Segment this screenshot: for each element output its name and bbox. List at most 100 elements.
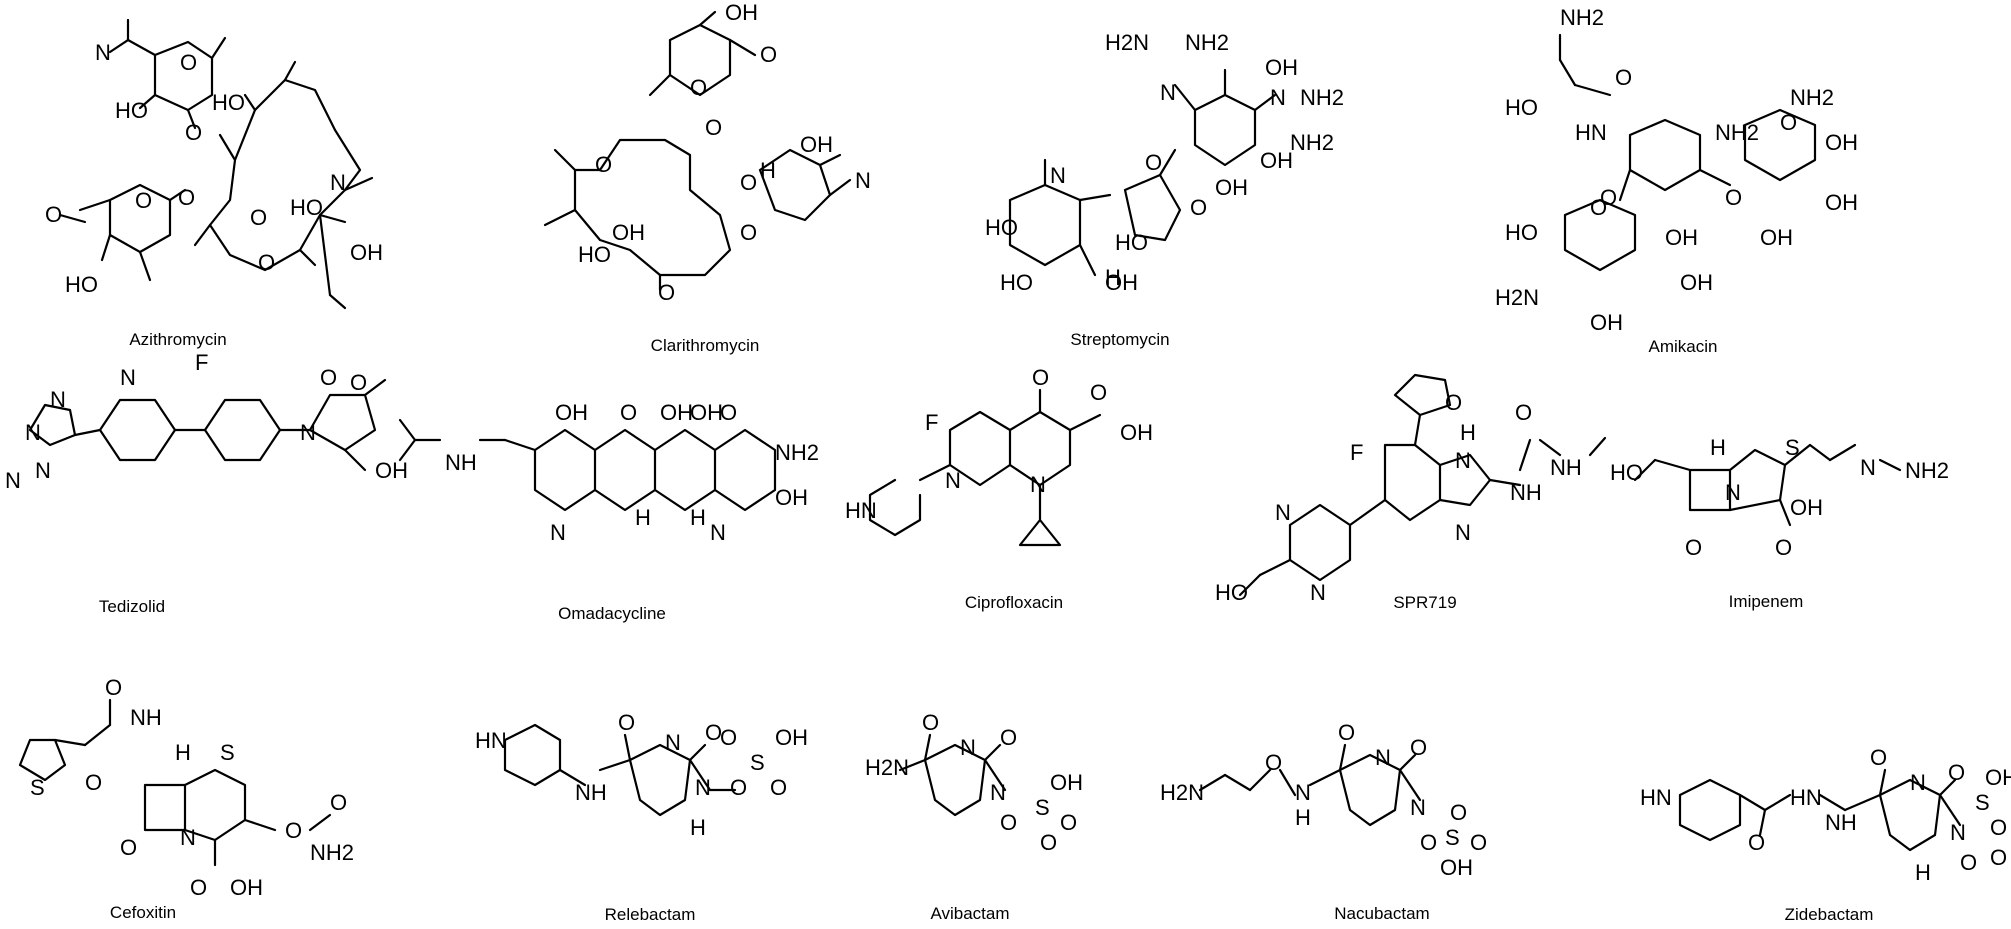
svg-text:O: O <box>1725 185 1742 210</box>
caption-streptomycin: Streptomycin <box>1070 330 1170 349</box>
svg-text:O: O <box>620 400 637 425</box>
svg-text:HO: HO <box>1115 230 1148 255</box>
svg-text:O: O <box>595 152 612 177</box>
zidebactam-structure: HN O HN NH O N O N O S OH O O H <box>1640 745 2011 885</box>
svg-text:H: H <box>635 505 651 530</box>
svg-text:N: N <box>120 365 136 390</box>
svg-text:OH: OH <box>1680 270 1713 295</box>
svg-text:N: N <box>945 468 961 493</box>
svg-text:O: O <box>120 835 137 860</box>
svg-text:S: S <box>1975 790 1990 815</box>
svg-text:S: S <box>1785 435 1800 460</box>
svg-text:H: H <box>1295 805 1311 830</box>
svg-text:N: N <box>1270 85 1286 110</box>
svg-text:O: O <box>1060 810 1077 835</box>
azithromycin-structure: N O HO O HO N O O O O HO OH O HO <box>45 18 383 310</box>
svg-text:O: O <box>1990 845 2007 870</box>
svg-text:O: O <box>178 185 195 210</box>
svg-text:O: O <box>350 370 367 395</box>
svg-text:O: O <box>1960 850 1977 875</box>
svg-text:HN: HN <box>1575 120 1607 145</box>
svg-text:O: O <box>45 202 62 227</box>
svg-text:HO: HO <box>1610 460 1643 485</box>
svg-text:HO: HO <box>985 215 1018 240</box>
svg-text:O: O <box>1450 800 1467 825</box>
svg-text:OH: OH <box>1120 420 1153 445</box>
clarithromycin-structure: OH O O O O O H OH N OH HO O O <box>543 0 871 305</box>
svg-text:N: N <box>855 168 871 193</box>
caption-amikacin: Amikacin <box>1648 337 1718 356</box>
svg-text:OH: OH <box>1260 148 1293 173</box>
svg-text:O: O <box>1410 735 1427 760</box>
svg-text:OH: OH <box>660 400 693 425</box>
svg-text:O: O <box>320 365 337 390</box>
svg-text:OH: OH <box>1050 770 1083 795</box>
svg-text:S: S <box>1035 795 1050 820</box>
svg-text:OH: OH <box>1105 270 1138 295</box>
svg-text:O: O <box>770 775 787 800</box>
svg-text:O: O <box>1032 365 1049 390</box>
svg-text:NH2: NH2 <box>1560 5 1604 30</box>
svg-text:O: O <box>1420 830 1437 855</box>
caption-ciprofloxacin: Ciprofloxacin <box>964 593 1064 612</box>
svg-text:S: S <box>30 775 45 800</box>
svg-text:H: H <box>760 158 776 183</box>
svg-text:O: O <box>85 770 102 795</box>
svg-text:N: N <box>960 735 976 760</box>
svg-text:NH2: NH2 <box>310 840 354 865</box>
svg-text:O: O <box>730 775 747 800</box>
svg-text:O: O <box>1470 830 1487 855</box>
svg-text:NH2: NH2 <box>775 440 819 465</box>
svg-text:S: S <box>1445 825 1460 850</box>
svg-text:O: O <box>922 710 939 735</box>
svg-text:N: N <box>550 520 566 545</box>
svg-text:N: N <box>180 825 196 850</box>
svg-text:OH: OH <box>1265 55 1298 80</box>
imipenem-structure: H S N NH2 HO N O O OH <box>1610 435 1949 560</box>
svg-text:NH2: NH2 <box>1715 120 1759 145</box>
svg-text:N: N <box>1910 770 1926 795</box>
svg-text:H2N: H2N <box>1105 30 1149 55</box>
svg-text:N: N <box>1375 745 1391 770</box>
caption-nacubactam: Nacubactam <box>1334 904 1430 923</box>
svg-text:HN: HN <box>845 498 877 523</box>
svg-text:NH: NH <box>575 780 607 805</box>
svg-text:O: O <box>720 725 737 750</box>
svg-text:HO: HO <box>290 195 323 220</box>
svg-text:H: H <box>175 740 191 765</box>
spr719-structure: O F H N O NH NH N N N HO <box>1215 373 1607 605</box>
svg-text:N: N <box>1295 780 1311 805</box>
svg-text:NH: NH <box>130 705 162 730</box>
svg-text:NH: NH <box>1510 480 1542 505</box>
svg-text:O: O <box>760 42 777 67</box>
svg-text:H: H <box>690 815 706 840</box>
svg-text:S: S <box>220 740 235 765</box>
svg-text:N: N <box>50 387 66 412</box>
svg-text:N: N <box>1950 820 1966 845</box>
svg-text:N: N <box>1860 455 1876 480</box>
caption-zidebactam: Zidebactam <box>1784 905 1874 924</box>
avibactam-structure: H2N O N O N O S OH O O <box>865 710 1083 855</box>
svg-text:H: H <box>1460 420 1476 445</box>
svg-text:O: O <box>1145 150 1162 175</box>
svg-text:NH2: NH2 <box>1185 30 1229 55</box>
svg-text:N: N <box>990 780 1006 805</box>
svg-text:O: O <box>1000 725 1017 750</box>
svg-text:NH: NH <box>445 450 477 475</box>
svg-text:O: O <box>1748 830 1765 855</box>
svg-text:O: O <box>1600 185 1617 210</box>
svg-text:S: S <box>750 750 765 775</box>
svg-text:N: N <box>330 170 346 195</box>
svg-text:O: O <box>250 205 267 230</box>
caption-avibactam: Avibactam <box>930 904 1010 923</box>
svg-text:HO: HO <box>212 90 245 115</box>
svg-text:N: N <box>695 775 711 800</box>
svg-text:O: O <box>1870 745 1887 770</box>
caption-cefoxitin: Cefoxitin <box>109 903 177 922</box>
svg-text:O: O <box>190 875 207 900</box>
svg-text:F: F <box>925 410 938 435</box>
svg-text:O: O <box>330 790 347 815</box>
svg-text:N: N <box>5 468 21 493</box>
svg-text:O: O <box>740 220 757 245</box>
